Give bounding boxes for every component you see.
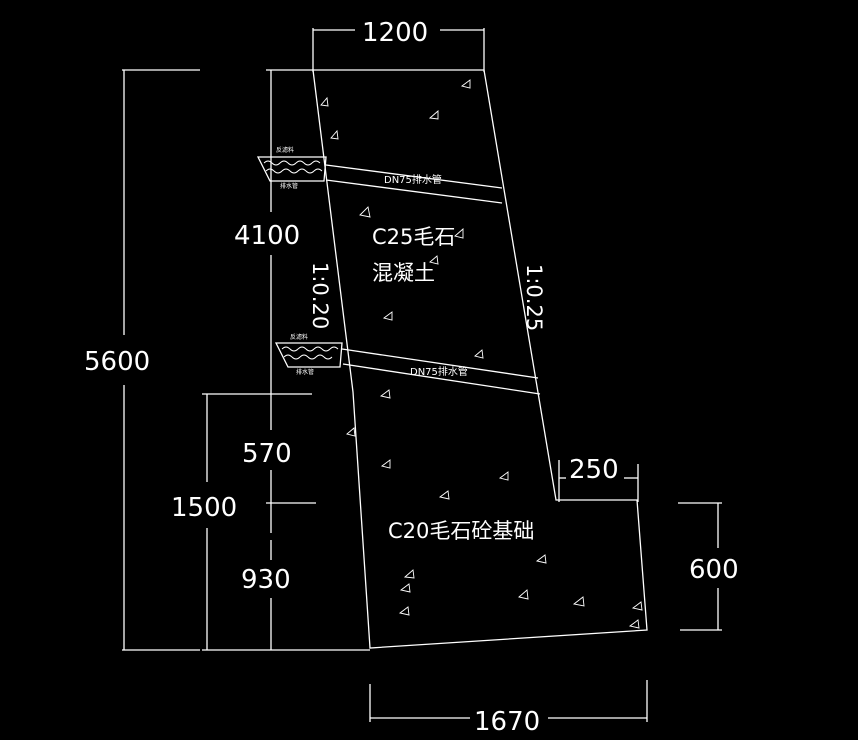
slope-front: 1:0.20	[308, 262, 332, 329]
drain-pipe-upper: DN75排水管	[325, 164, 503, 204]
dim-upper-height: 4100	[234, 69, 313, 392]
dim-top-width: 1200	[312, 18, 485, 72]
slope-back: 1:0.25	[522, 264, 546, 331]
dim-footing-height-text: 1500	[171, 493, 237, 523]
dim-toe-height: 600	[678, 502, 739, 631]
drain-pipe-label-upper: DN75排水管	[384, 173, 442, 186]
drain-pipe-lower: DN75排水管	[341, 348, 541, 395]
dim-footing-lower-text: 930	[241, 565, 291, 595]
dim-footing-upper-text: 570	[242, 439, 292, 469]
material-upper-line1: C25毛石	[372, 225, 455, 249]
dim-top-width-text: 1200	[362, 18, 428, 48]
filter-label-upper: 反滤料	[276, 146, 294, 154]
outlet-label-upper: 排水管	[280, 182, 298, 190]
dim-toe-extension-text: 250	[569, 455, 619, 485]
filter-label-lower: 反滤料	[290, 333, 308, 341]
material-footing: C20毛石砼基础	[388, 519, 534, 543]
dim-toe-height-text: 600	[689, 555, 739, 585]
rubble-symbols	[320, 79, 643, 629]
dim-total-height-text: 5600	[84, 347, 150, 377]
wall-outline	[312, 69, 648, 649]
dim-base-width-text: 1670	[474, 707, 540, 737]
dim-upper-height-text: 4100	[234, 221, 300, 251]
dim-footing: 1500 570 930	[171, 392, 370, 651]
filter-bag-lower: 反滤料 排水管	[274, 333, 343, 376]
dim-base-width: 1670	[369, 680, 648, 737]
dim-toe-extension: 250	[558, 455, 639, 502]
outlet-label-lower: 排水管	[296, 368, 314, 376]
material-upper-line2: 混凝土	[372, 261, 435, 285]
filter-bag-upper: 反滤料 排水管	[256, 146, 327, 190]
drain-pipe-label-lower: DN75排水管	[410, 365, 468, 378]
dim-total-height: 5600	[84, 69, 200, 651]
